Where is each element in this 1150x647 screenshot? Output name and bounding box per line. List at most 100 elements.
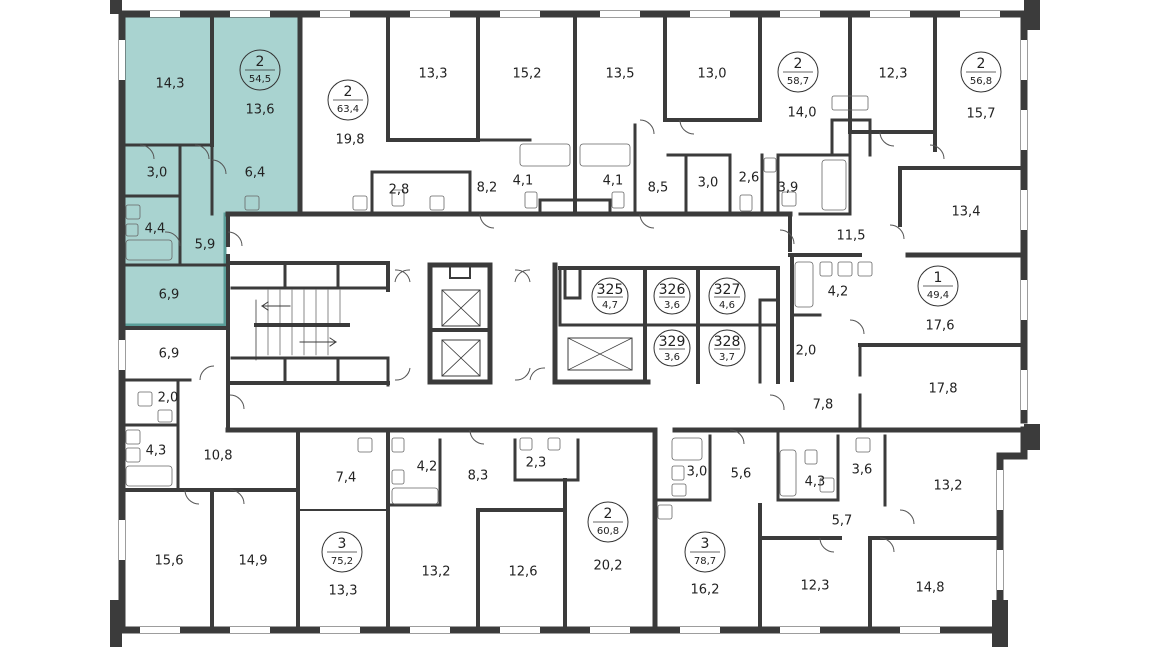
storage-number: 326 [659, 282, 686, 298]
room-area-label: 5,7 [832, 514, 853, 529]
storage-badge-circle [653, 329, 691, 367]
room-area-label: 6,4 [245, 166, 266, 181]
room-area-label: 17,8 [929, 382, 958, 397]
apartment-area: 49,4 [927, 290, 949, 301]
room-area-label: 15,7 [967, 107, 996, 122]
room-area-label: 8,5 [648, 181, 669, 196]
room-area-label: 2,3 [526, 456, 547, 471]
apartment-rooms: 2 [604, 506, 613, 522]
storage-badge-circle [708, 329, 746, 367]
storage-badge-circle [591, 277, 629, 315]
apartment-area: 60,8 [597, 526, 619, 537]
storage-number: 329 [659, 334, 686, 350]
room-area-label: 13,2 [422, 565, 451, 580]
storage-number: 325 [597, 282, 624, 298]
room-area-label: 4,2 [417, 460, 438, 475]
apartment-badge[interactable]: 260,8 [587, 501, 629, 543]
room-area-label: 7,4 [336, 471, 357, 486]
room-area-label: 3,0 [687, 465, 708, 480]
apartment-area: 75,2 [331, 556, 353, 567]
room-area-label: 2,8 [389, 183, 410, 198]
room-area-label: 3,6 [852, 463, 873, 478]
room-area-label: 12,3 [879, 67, 908, 82]
room-area-label: 13,2 [934, 479, 963, 494]
room-area-label: 4,2 [828, 285, 849, 300]
storage-badge-circle [653, 277, 691, 315]
apartment-area: 56,8 [970, 76, 992, 87]
storage-area: 3,7 [719, 352, 735, 363]
room-area-label: 2,0 [158, 391, 179, 406]
room-area-label: 7,8 [813, 398, 834, 413]
room-area-label: 13,4 [952, 205, 981, 220]
room-area-label: 4,3 [146, 444, 167, 459]
apartment-rooms: 2 [344, 84, 353, 100]
apartment-badge[interactable]: 254,5 [239, 49, 281, 91]
room-area-label: 19,8 [336, 133, 365, 148]
room-area-label: 11,5 [837, 229, 866, 244]
room-area-label: 10,8 [204, 449, 233, 464]
apartment-area: 63,4 [337, 104, 359, 115]
apartment-area: 78,7 [694, 556, 716, 567]
room-area-label: 8,3 [468, 469, 489, 484]
walls [110, 0, 1040, 647]
storage-area: 3,6 [664, 352, 680, 363]
room-area-label: 14,3 [156, 77, 185, 92]
room-area-label: 17,6 [926, 319, 955, 334]
apartment-area: 58,7 [787, 76, 809, 87]
room-area-label: 3,0 [147, 166, 168, 181]
apartment-area: 54,5 [249, 74, 271, 85]
room-area-label: 14,9 [239, 554, 268, 569]
room-area-label: 13,0 [698, 67, 727, 82]
room-area-label: 5,9 [195, 238, 216, 253]
apartment-rooms: 3 [338, 536, 347, 552]
room-area-label: 2,0 [796, 344, 817, 359]
apartment-rooms: 1 [934, 270, 943, 286]
room-area-label: 4,3 [805, 475, 826, 490]
room-area-label: 20,2 [594, 559, 623, 574]
room-area-label: 13,3 [329, 584, 358, 599]
apartment-badge[interactable]: 378,7 [684, 531, 726, 573]
apartment-rooms: 2 [977, 56, 986, 72]
apartment-badge[interactable]: 258,7 [777, 51, 819, 93]
apartment-badge[interactable]: 375,2 [321, 531, 363, 573]
room-area-label: 14,8 [916, 581, 945, 596]
room-area-label: 13,5 [606, 67, 635, 82]
storage-area: 4,7 [602, 300, 618, 311]
storage-number: 327 [714, 282, 741, 298]
storage-badge-circle [708, 277, 746, 315]
apartment-badge[interactable]: 149,4 [917, 265, 959, 307]
room-area-label: 4,1 [603, 174, 624, 189]
room-area-label: 4,1 [513, 174, 534, 189]
room-area-label: 13,3 [419, 67, 448, 82]
storage-area: 4,6 [719, 300, 735, 311]
room-area-label: 12,6 [509, 565, 538, 580]
room-area-label: 6,9 [159, 288, 180, 303]
room-area-label: 5,6 [731, 467, 752, 482]
room-area-label: 3,9 [778, 181, 799, 196]
room-area-label: 8,2 [477, 181, 498, 196]
apartment-rooms: 2 [794, 56, 803, 72]
storage-number: 328 [714, 334, 741, 350]
room-area-label: 6,9 [159, 347, 180, 362]
apartment-badge[interactable]: 263,4 [327, 79, 369, 121]
apartment-badge-circle [239, 49, 281, 91]
room-area-label: 13,6 [246, 103, 275, 118]
room-area-label: 2,6 [739, 171, 760, 186]
room-area-label: 16,2 [691, 583, 720, 598]
apartment-rooms: 2 [256, 54, 265, 70]
room-area-label: 15,2 [513, 67, 542, 82]
apartment-rooms: 3 [701, 536, 710, 552]
apartment-badge[interactable]: 256,8 [960, 51, 1002, 93]
room-area-label: 3,0 [698, 176, 719, 191]
room-area-label: 14,0 [788, 106, 817, 121]
room-area-label: 4,4 [145, 222, 166, 237]
room-area-label: 12,3 [801, 579, 830, 594]
storage-area: 3,6 [664, 300, 680, 311]
room-area-label: 15,6 [155, 554, 184, 569]
